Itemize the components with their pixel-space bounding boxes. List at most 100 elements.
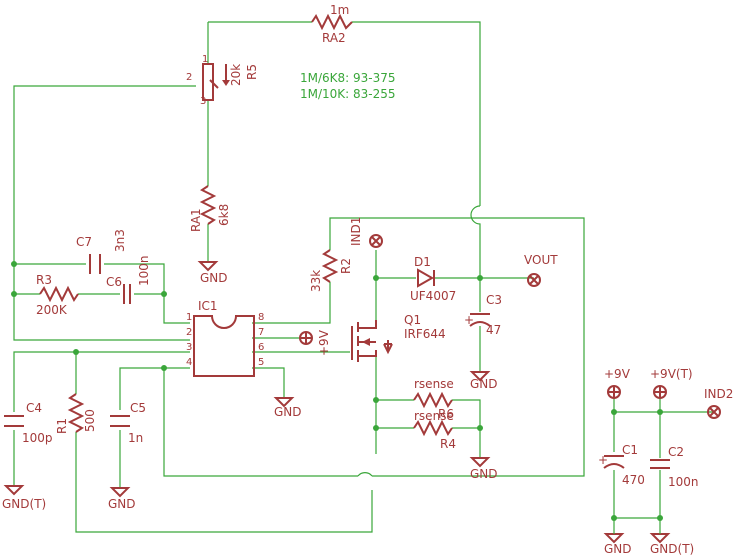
resistor-r4: rsense R4: [413, 409, 456, 451]
gnd-c2: GND(T): [649, 518, 694, 556]
ic1-pin6: 6: [258, 342, 264, 353]
vcc-label: +9V: [604, 367, 631, 381]
c5-name: C5: [130, 401, 146, 415]
r3-name: R3: [36, 273, 52, 287]
r6-value: rsense: [414, 377, 454, 391]
c7-value: 3n3: [113, 229, 127, 252]
q1-name: Q1: [404, 313, 421, 327]
gnd-c5: GND: [108, 487, 136, 511]
capacitor-c1: + C1 470: [598, 443, 645, 487]
gnd-rsense: GND: [469, 457, 498, 481]
gnd-ic: GND: [273, 397, 302, 419]
ra1-name: RA1: [189, 208, 203, 232]
gnd-c3: GND: [469, 371, 498, 391]
ra1-value: 6k8: [217, 204, 231, 226]
ic1-name: IC1: [198, 299, 218, 313]
ic1-pin7: 7: [258, 327, 264, 338]
c3-plus: +: [464, 313, 474, 327]
gnd-label-2: GND: [274, 405, 302, 419]
vcc-9v-t: +9V(T): [650, 367, 693, 399]
capacitor-c7: C7 3n3: [76, 229, 127, 274]
r2-name: R2: [339, 258, 353, 274]
vout: VOUT: [524, 253, 558, 287]
c4-name: C4: [26, 401, 42, 415]
gnd-label-3: GND: [470, 377, 498, 391]
capacitor-c3: + C3 47: [464, 293, 502, 337]
ind2: IND2: [704, 387, 733, 419]
ind1: IND1: [349, 217, 383, 248]
q1-value: IRF644: [404, 327, 446, 341]
resistor-r6: rsense R6: [413, 377, 454, 421]
r4-name: R4: [440, 437, 456, 451]
note-line2: 1M/10K: 83-255: [300, 87, 396, 101]
gnd-label-4: GND: [470, 467, 498, 481]
r5-pin3: 3: [200, 96, 206, 107]
ic1-pin5: 5: [258, 357, 264, 368]
potentiometer-r5: 1 2 3 20k R5: [186, 54, 259, 107]
r5-pin2: 2: [186, 72, 192, 83]
gnd-c1: GND: [603, 518, 632, 556]
resistor-r2: 33k R2: [309, 249, 353, 292]
note-line1: 1M/6K8: 93-375: [300, 71, 396, 85]
gnd-ra1: GND: [197, 261, 228, 285]
resistor-ra1: RA1 6k8: [189, 185, 231, 232]
r4-value: rsense: [414, 409, 454, 423]
capacitor-c5: C5 1n: [110, 401, 146, 445]
r2-value: 33k: [309, 270, 323, 292]
capacitor-c2: C2 100n: [650, 445, 699, 489]
c1-plus: +: [598, 453, 608, 467]
r6-name: R6: [438, 407, 454, 421]
ind2-name: IND2: [704, 387, 733, 401]
c6-value: 100n: [137, 255, 151, 286]
gnd-c4: GND(T): [2, 485, 46, 511]
c2-name: C2: [668, 445, 684, 459]
vcc-9v: +9V: [604, 367, 631, 399]
r3-value: 200K: [36, 303, 68, 317]
c1-value: 470: [622, 473, 645, 487]
vcc-t-label: +9V(T): [650, 367, 693, 381]
vcc-ic-label: +9V: [317, 329, 331, 356]
capacitor-c4: C4 100p: [4, 401, 53, 445]
ic1: IC1 1 2 3 4 5 6 7 8: [186, 299, 264, 377]
ind1-name: IND1: [349, 217, 363, 246]
capacitor-c6: C6 100n: [106, 255, 151, 304]
vout-label: VOUT: [524, 253, 558, 267]
ra2-value: 1m: [330, 3, 349, 17]
wires: [13, 21, 714, 533]
resistor-r1: R1 500: [55, 393, 97, 434]
r5-pin1: 1: [202, 54, 208, 65]
r5-value: 20k: [229, 64, 243, 86]
r1-value: 500: [83, 409, 97, 432]
c3-value: 47: [486, 323, 501, 337]
r5-name: R5: [245, 64, 259, 80]
c1-name: C1: [622, 443, 638, 457]
c6-name: C6: [106, 275, 122, 289]
gnd-label-6: GND: [604, 542, 632, 556]
gnd-label-5: GND: [108, 497, 136, 511]
vcc-ic: +9V: [299, 329, 331, 356]
ic1-pin3: 3: [186, 342, 192, 353]
c2-value: 100n: [668, 475, 699, 489]
resistor-r3: R3 200K: [36, 273, 79, 317]
r1-name: R1: [55, 418, 69, 434]
c5-value: 1n: [128, 431, 143, 445]
c3-name: C3: [486, 293, 502, 307]
c4-value: 100p: [22, 431, 53, 445]
ra2-name: RA2: [322, 31, 346, 45]
ic1-pin4: 4: [186, 357, 192, 368]
ic1-pin2: 2: [186, 327, 192, 338]
ic1-pin1: 1: [186, 312, 192, 323]
resistor-ra2: 1m RA2: [311, 3, 353, 45]
junctions: [11, 261, 663, 521]
diode-d1: D1 UF4007: [410, 255, 456, 303]
d1-value: UF4007: [410, 289, 456, 303]
gnd-t-label-2: GND(T): [650, 542, 694, 556]
gnd-t-label-1: GND(T): [2, 497, 46, 511]
c7-name: C7: [76, 235, 92, 249]
ic1-pin8: 8: [258, 312, 264, 323]
gnd-label-1: GND: [200, 271, 228, 285]
mosfet-q1: Q1 IRF644: [351, 313, 446, 362]
d1-name: D1: [414, 255, 431, 269]
